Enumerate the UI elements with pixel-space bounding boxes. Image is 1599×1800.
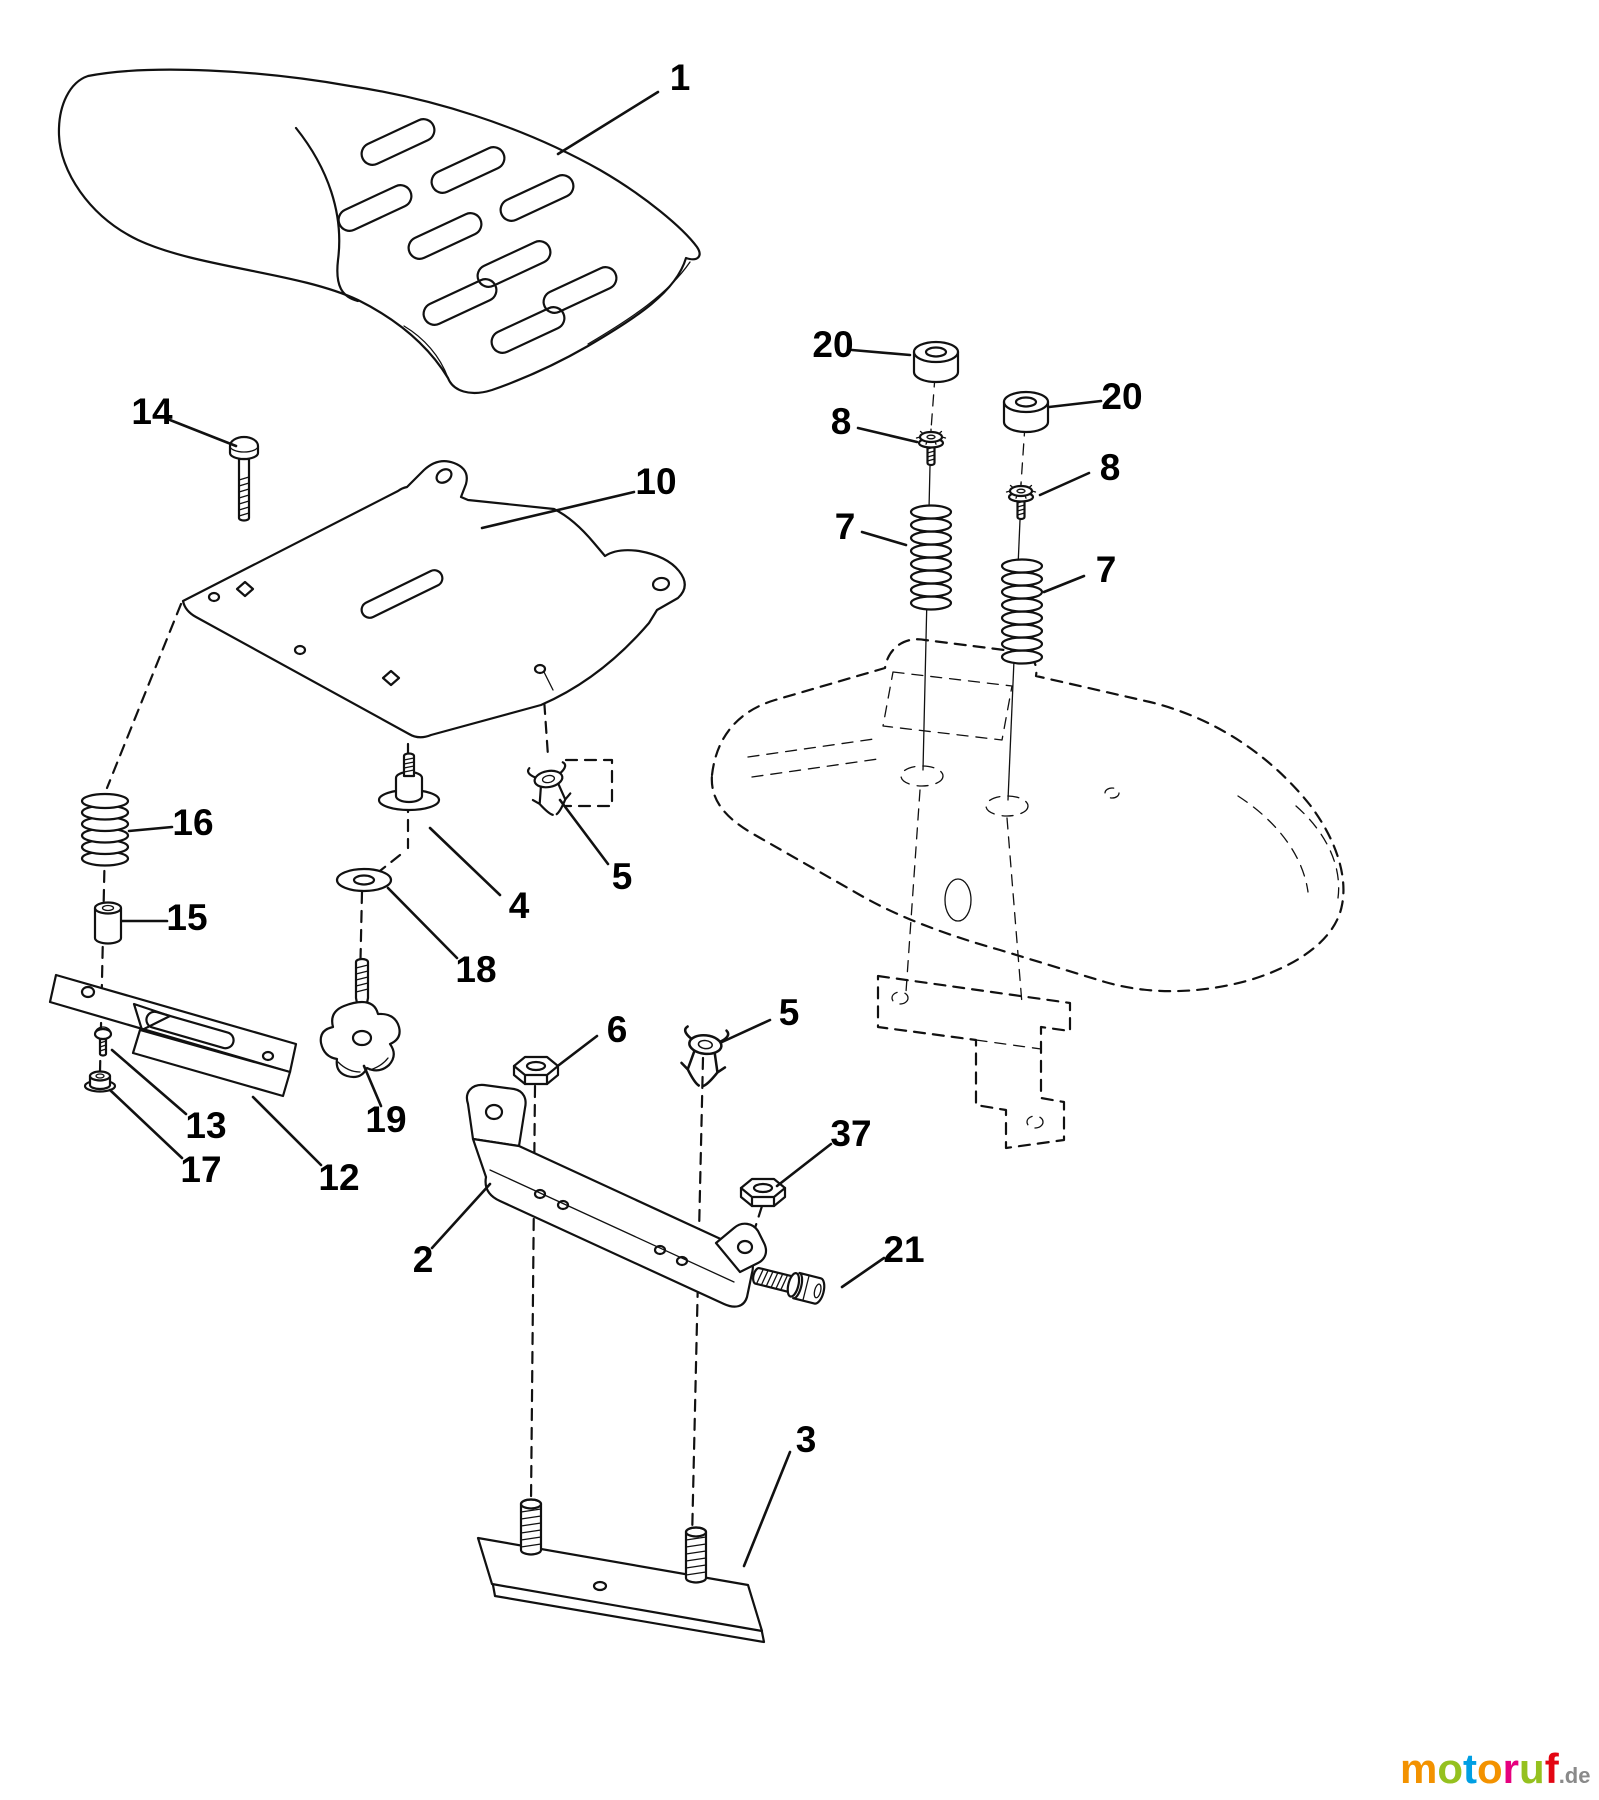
spring-part-16 (80, 792, 130, 867)
part-label-6: 6 (607, 1009, 628, 1050)
mounting-bracket-reference-outline (876, 974, 1072, 1150)
part-label-7-right: 7 (1096, 549, 1117, 590)
nut-part-17 (83, 1070, 117, 1093)
spacer-part-15 (93, 901, 123, 945)
part-label-15: 15 (166, 897, 207, 938)
part-label-8-left: 8 (831, 401, 852, 442)
part-label-3: 3 (796, 1419, 817, 1460)
plate-stud-left (519, 1498, 543, 1556)
part-label-14: 14 (131, 391, 173, 432)
seat-bracket-part-2 (465, 1083, 768, 1308)
part-label-4: 4 (509, 885, 530, 926)
part-label-17: 17 (180, 1149, 221, 1190)
bolt-part-21 (752, 1267, 826, 1305)
nut-part-6 (512, 1055, 560, 1086)
fender-reference-outline (710, 638, 1345, 993)
logo-letter: f (1545, 1745, 1560, 1792)
plate-stud-right (684, 1526, 708, 1584)
part-label-13: 13 (185, 1105, 226, 1146)
spring-part-7-right (1000, 558, 1044, 665)
logo-letter: r (1503, 1745, 1519, 1792)
part-label-2: 2 (413, 1239, 434, 1280)
spring-part-7-left (909, 504, 953, 611)
logo-letter: u (1519, 1745, 1545, 1792)
part-label-37: 37 (830, 1113, 871, 1154)
plate-part-3 (476, 1498, 766, 1644)
knob-part-19 (319, 957, 401, 1079)
part-label-5-upper: 5 (612, 856, 633, 897)
bolt-part-14 (228, 435, 260, 522)
logo-letter: m (1400, 1745, 1437, 1792)
bracket-part-12 (48, 973, 298, 1098)
part-label-1: 1 (670, 57, 691, 98)
screw-part-8-right (1005, 482, 1037, 521)
part-label-18: 18 (455, 949, 496, 990)
part-label-21: 21 (883, 1229, 924, 1270)
clip-part-5-lower (678, 1025, 731, 1090)
part-label-10: 10 (635, 461, 676, 502)
logo-letter: t (1463, 1745, 1477, 1792)
part-label-20-right: 20 (1101, 376, 1142, 417)
part-label-8-right: 8 (1100, 447, 1121, 488)
part-label-7-left: 7 (835, 506, 856, 547)
bolt-part-13 (93, 1026, 113, 1057)
washer-part-18 (335, 867, 393, 893)
part-label-16: 16 (172, 802, 213, 843)
logo-suffix: .de (1559, 1763, 1591, 1788)
part-number-labels: 1 14 10 20 20 8 8 7 7 16 15 5 4 18 19 6 … (131, 57, 1142, 1460)
part-label-19: 19 (365, 1099, 406, 1140)
bushing-part-20-left (912, 340, 960, 384)
leader-lines (108, 90, 1103, 1568)
shoulder-bolt-part-4 (377, 752, 441, 812)
seat-vent-slots (337, 118, 618, 354)
screw-part-8-left (915, 428, 947, 467)
watermark-logo: motoruf.de (1400, 1745, 1590, 1792)
seat-plate-part-10 (181, 460, 686, 739)
part-label-20-left: 20 (812, 324, 853, 365)
part-label-12: 12 (318, 1157, 359, 1198)
logo-letter: o (1437, 1745, 1463, 1792)
logo-letter: o (1477, 1745, 1503, 1792)
nut-part-37 (739, 1177, 787, 1208)
bushing-part-20-right (1002, 390, 1050, 434)
seat-part-1 (57, 68, 701, 395)
motoruf-logo-text: motoruf.de (1400, 1745, 1590, 1792)
part-label-5-lower: 5 (779, 992, 800, 1033)
